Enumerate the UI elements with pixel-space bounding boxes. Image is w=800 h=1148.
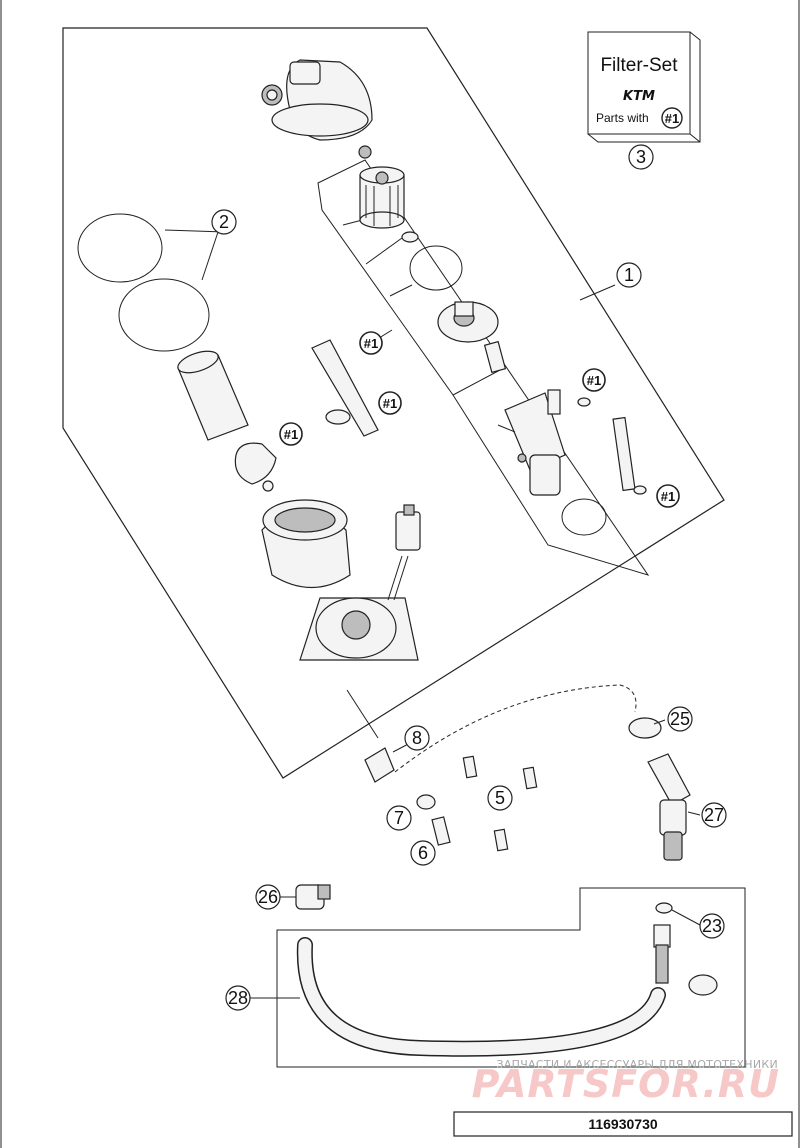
svg-text:#1: #1	[383, 396, 397, 411]
pump-flange	[299, 504, 421, 661]
svg-text:1: 1	[624, 265, 634, 285]
o-ring-bottom	[561, 498, 607, 536]
o-ring-mid	[409, 245, 463, 291]
part-number-box	[453, 1111, 793, 1137]
svg-text:25: 25	[670, 709, 690, 729]
pump-bucket	[261, 499, 351, 589]
bolt-6	[431, 816, 451, 846]
svg-text:2: 2	[219, 212, 229, 232]
pressure-regulator	[437, 301, 507, 374]
callout-23: 23	[699, 913, 725, 939]
elbow-hose-27	[647, 753, 691, 861]
svg-text:#1: #1	[587, 373, 601, 388]
svg-text:26: 26	[258, 887, 278, 907]
watermark-tagline: ЗАПЧАСТИ И АКСЕССУАРЫ ДЛЯ МОТОТЕХНИКИ	[496, 1058, 778, 1071]
callout-8: 8	[404, 725, 430, 751]
bolts-5	[462, 755, 538, 852]
fuel-pump-motor	[497, 389, 566, 496]
filter-sleeve	[177, 350, 249, 441]
svg-text:23: 23	[702, 916, 722, 936]
small-o-ring-b	[633, 485, 647, 495]
small-o-ring-top	[401, 231, 419, 243]
callout-2: 2	[211, 209, 237, 235]
svg-text:28: 28	[228, 988, 248, 1008]
retaining-clip	[234, 442, 277, 492]
ref-marker-2: #1	[378, 391, 402, 415]
svg-text:#1: #1	[284, 427, 298, 442]
pump-top-housing	[261, 59, 373, 159]
svg-text:7: 7	[394, 808, 404, 828]
filter-subassembly-frame	[317, 159, 650, 576]
washer-7	[416, 794, 436, 810]
svg-text:5: 5	[495, 788, 505, 808]
ref-marker-3: #1	[279, 422, 303, 446]
hose-group-frame	[276, 887, 746, 1068]
svg-text:#1: #1	[661, 489, 675, 504]
small-o-ring-a	[577, 397, 591, 407]
main-assembly-frame	[62, 27, 725, 779]
level-sensor	[311, 339, 379, 437]
callout-1: 1	[616, 262, 642, 288]
ktm-logo: KTM	[623, 89, 655, 104]
filter-set-box: Filter-Set KTM Parts with #1	[587, 31, 701, 143]
svg-text:3: 3	[636, 147, 646, 167]
svg-text:6: 6	[418, 843, 428, 863]
ref-marker-4: #1	[582, 368, 606, 392]
callout-27: 27	[701, 802, 727, 828]
callout-26: 26	[255, 884, 281, 910]
callout-7: 7	[386, 805, 412, 831]
callout-28: 28	[225, 985, 251, 1011]
hose-clamp-small	[688, 974, 718, 996]
hose-fitting-23	[653, 902, 673, 984]
hose-connector-8	[364, 747, 395, 783]
svg-text:#1: #1	[364, 336, 378, 351]
large-o-ring-1	[77, 213, 163, 283]
clamp-26	[295, 884, 331, 910]
parts-with-ref: #1	[665, 111, 679, 126]
filter-set-title: Filter-Set	[600, 55, 678, 76]
watermark-logo: PARTSFOR.RU	[472, 1062, 780, 1106]
parts-with-label: Parts with	[596, 111, 649, 125]
ref-marker-1: #1	[359, 331, 383, 355]
svg-text:8: 8	[412, 728, 422, 748]
part-number: 116930730	[588, 1116, 658, 1132]
callout-5: 5	[487, 785, 513, 811]
fuel-filter	[359, 166, 405, 229]
hose-clamp-25	[628, 717, 662, 739]
svg-text:27: 27	[704, 805, 724, 825]
callout-6: 6	[410, 840, 436, 866]
callout-25: 25	[667, 706, 693, 732]
ref-marker-5: #1	[656, 484, 680, 508]
pump-tube	[612, 416, 636, 492]
callout-3: 3	[628, 144, 654, 170]
large-o-ring-2	[118, 278, 210, 352]
